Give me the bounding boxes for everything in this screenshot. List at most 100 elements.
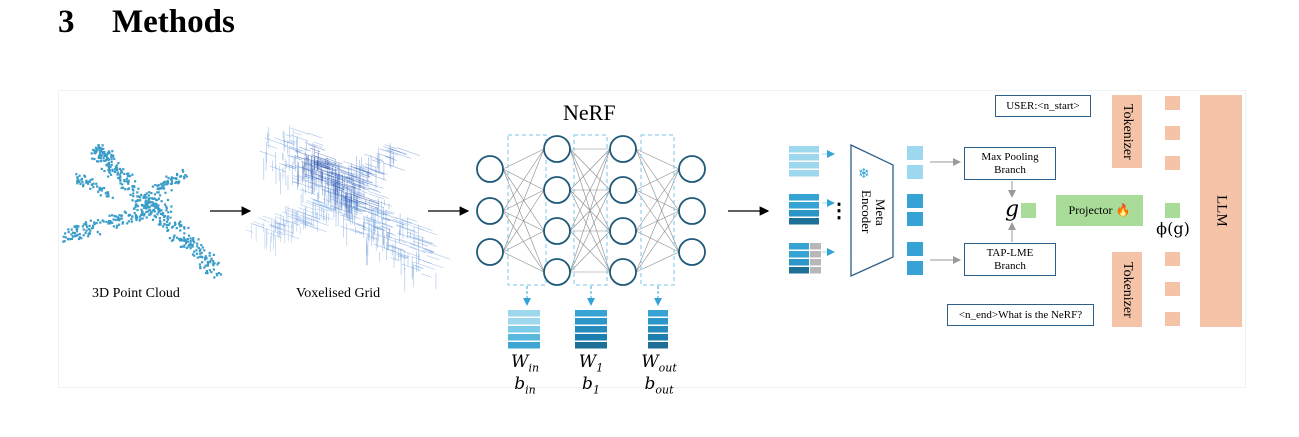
voxel-stroke (308, 144, 325, 151)
point (141, 217, 144, 220)
voxel-grid-airplane (245, 125, 451, 292)
point (103, 159, 106, 162)
voxel-stroke (364, 153, 383, 161)
voxel-stroke (422, 247, 435, 253)
voxel-stroke (348, 208, 363, 215)
voxel-stroke (267, 232, 283, 239)
point (93, 151, 96, 154)
nerf-node (543, 217, 571, 245)
point (157, 197, 160, 200)
weight-row (575, 334, 607, 341)
voxel-stroke (343, 218, 366, 227)
voxel-stroke (349, 205, 366, 212)
voxel-stroke (331, 180, 356, 190)
ellipsis: ⋮ (829, 200, 849, 222)
point (144, 201, 147, 204)
weight-row (508, 342, 540, 349)
point (146, 204, 149, 207)
projector-block: Projector 🔥 (1056, 195, 1143, 226)
point (198, 249, 201, 253)
point (170, 176, 173, 179)
point (206, 260, 209, 264)
point (127, 182, 130, 185)
point (109, 222, 112, 225)
tokenizer-bottom: Tokenizer (1112, 252, 1142, 327)
voxel-stroke (356, 204, 374, 212)
point (140, 213, 143, 216)
point (70, 233, 73, 236)
voxel-stroke (340, 171, 358, 179)
point (165, 223, 168, 226)
voxel-stroke (345, 175, 353, 179)
voxel-stroke (350, 183, 369, 191)
point (165, 220, 169, 223)
text-token (1165, 156, 1180, 170)
point (87, 228, 90, 231)
nerf-edge (635, 148, 680, 170)
voxel-stroke (298, 207, 310, 212)
point (205, 270, 208, 273)
point (93, 149, 96, 152)
voxel-stroke (387, 245, 406, 253)
point (149, 209, 152, 212)
point (104, 192, 107, 195)
voxel-stroke (314, 162, 338, 171)
g-token (1021, 203, 1036, 218)
point (196, 256, 199, 259)
weight-row (508, 334, 540, 341)
point (167, 177, 170, 180)
voxel-stroke (286, 207, 299, 213)
projector-label: Projector (1068, 203, 1113, 217)
point (117, 176, 120, 180)
point (89, 219, 92, 222)
point-cloud-airplane (62, 144, 223, 279)
point (159, 223, 162, 226)
snowflake-icon: ❄ (858, 167, 870, 182)
voxel-stroke (426, 255, 440, 261)
point (77, 237, 81, 241)
voxel-stroke (304, 157, 326, 166)
point (149, 213, 152, 216)
point (89, 229, 92, 232)
point (209, 260, 212, 263)
voxel-stroke (287, 210, 298, 215)
point (165, 207, 168, 210)
point (87, 182, 90, 185)
point (116, 171, 119, 174)
voxel-stroke (406, 231, 425, 239)
voxel-stroke (372, 170, 384, 175)
voxel-stroke (303, 223, 327, 232)
point (178, 225, 182, 228)
point (157, 209, 160, 212)
voxel-stroke (374, 233, 386, 238)
voxel-stroke (382, 218, 390, 222)
point (173, 221, 177, 224)
point (114, 215, 118, 218)
point (180, 238, 183, 241)
point (147, 198, 150, 201)
nerf-node (476, 155, 504, 183)
point (182, 170, 185, 173)
point (119, 182, 122, 185)
voxel-stroke (382, 222, 394, 228)
point (164, 191, 167, 194)
point (85, 181, 88, 184)
point (82, 234, 85, 237)
voxel-stroke (301, 204, 317, 211)
point (159, 186, 162, 189)
voxel-stroke (320, 207, 331, 212)
meta-encoder-shape (850, 143, 894, 278)
nerf-edge (635, 168, 680, 273)
point (112, 154, 115, 157)
point (193, 254, 196, 257)
voxel-stroke (350, 199, 359, 204)
weight-row (648, 342, 668, 349)
point (95, 182, 98, 185)
voxel-stroke (347, 189, 365, 196)
point (158, 217, 161, 220)
point (99, 194, 102, 197)
point (121, 221, 125, 224)
point (91, 183, 94, 186)
point (118, 214, 121, 217)
weight-row (648, 334, 668, 341)
